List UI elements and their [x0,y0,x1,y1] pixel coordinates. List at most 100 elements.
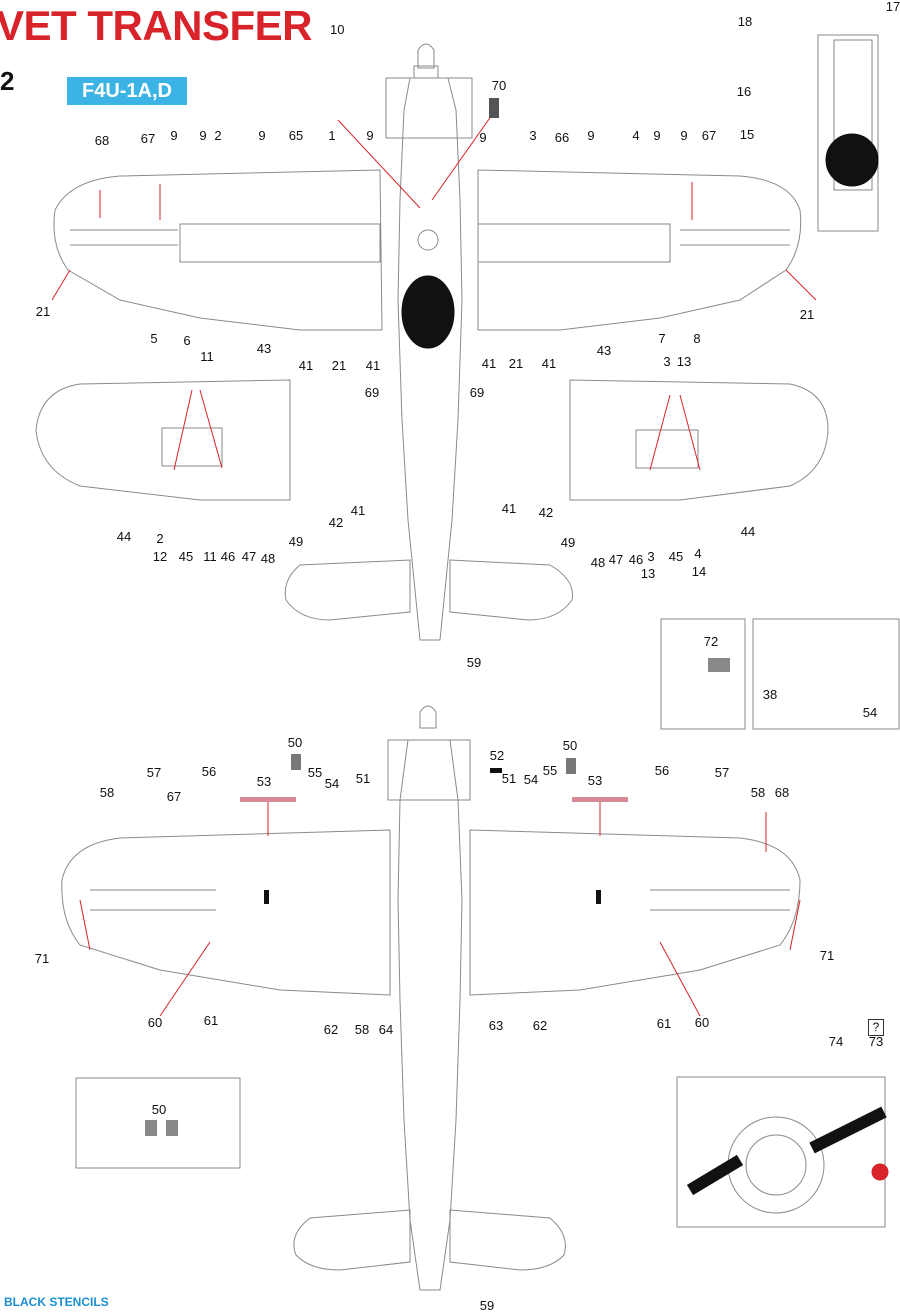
callout-label-74: 74 [829,1034,843,1049]
callout-label-21: 21 [36,304,50,319]
top-view-callout-10: 10 [330,22,344,37]
callout-label-11: 11 [200,349,214,364]
callout-label-41: 41 [502,501,516,516]
callout-label-65: 65 [289,128,303,143]
callout-label-72: 72 [704,634,718,649]
callout-label-38: 38 [763,687,777,702]
callout-label-59: 59 [467,655,481,670]
callout-label-51: 51 [502,771,516,786]
top-view-aircraft [53,43,802,641]
callout-label-64: 64 [379,1022,393,1037]
callout-label-9: 9 [199,128,206,143]
callout-label-7: 7 [658,331,665,346]
callout-label-9: 9 [258,128,265,143]
callout-label-47: 47 [242,549,256,564]
callout-label-12: 12 [153,549,167,564]
stencil-swatches [145,98,730,1136]
callout-label-69: 69 [365,385,379,400]
callout-label-58: 58 [100,785,114,800]
callout-label-3: 3 [529,128,536,143]
callout-label-45: 45 [179,549,193,564]
callout-label-50: 50 [288,735,302,750]
callout-label-11: 11 [203,549,217,564]
callout-label-9: 9 [170,128,177,143]
callout-label-57: 57 [715,765,729,780]
footer-caption: BLACK STENCILS [4,1295,109,1309]
propeller-inset-frame [676,1076,886,1228]
wheel-well-inset-frame [75,1077,241,1169]
callout-label-3: 3 [663,354,670,369]
callout-label-13: 13 [641,566,655,581]
callout-label-21: 21 [800,307,814,322]
gear-inset-frame-right [752,618,900,730]
callout-label-71: 71 [820,948,834,963]
callout-label-71: 71 [35,951,49,966]
callout-label-41: 41 [482,356,496,371]
callout-label-55: 55 [543,763,557,778]
callout-label-41: 41 [366,358,380,373]
callout-label-62: 62 [533,1018,547,1033]
callout-label-44: 44 [117,529,131,544]
callout-label-9: 9 [653,128,660,143]
callout-label-5: 5 [150,331,157,346]
callout-label-61: 61 [204,1013,218,1028]
callout-label-67: 67 [167,789,181,804]
callout-label-9: 9 [366,128,373,143]
callout-label-55: 55 [308,765,322,780]
callout-label-67: 67 [702,128,716,143]
callout-label-70: 70 [492,78,506,93]
callout-label-14: 14 [692,564,706,579]
callout-label-16: 16 [737,84,751,99]
callout-label-58: 58 [751,785,765,800]
callout-label-3: 3 [647,549,654,564]
callout-label-42: 42 [329,515,343,530]
variant-badge: F4U-1A,D [67,77,187,105]
callout-label-56: 56 [202,764,216,779]
callout-label-2: 2 [214,128,221,143]
callout-label-53: 53 [588,773,602,788]
callout-label-9: 9 [587,128,594,143]
callout-label-45: 45 [669,549,683,564]
leader-lines [51,111,817,1017]
callout-label-4: 4 [632,128,639,143]
callout-label-44: 44 [741,524,755,539]
callout-label-52: 52 [490,748,504,763]
callout-label-68: 68 [775,785,789,800]
callout-label-6: 6 [183,333,190,348]
callout-label-50: 50 [563,738,577,753]
callout-label-46: 46 [221,549,235,564]
callout-label-56: 56 [655,763,669,778]
callout-label-48: 48 [591,555,605,570]
callout-label-53: 53 [257,774,271,789]
callout-label-43: 43 [257,341,271,356]
callout-label-9: 9 [479,130,486,145]
callout-label-60: 60 [695,1015,709,1030]
callout-label-54: 54 [325,776,339,791]
callout-label-59: 59 [480,1298,494,1313]
callout-label-13: 13 [677,354,691,369]
callout-label-48: 48 [261,551,275,566]
bottom-view-aircraft [61,705,801,1291]
callout-label-50: 50 [152,1102,166,1117]
callout-label-51: 51 [356,771,370,786]
callout-label-2: 2 [156,531,163,546]
callout-label-49: 49 [289,534,303,549]
callout-label-66: 66 [555,130,569,145]
callout-label-41: 41 [351,503,365,518]
help-marker: ? [868,1019,884,1036]
callout-label-15: 15 [740,127,754,142]
callout-label-68: 68 [95,133,109,148]
sheet-title: VET TRANSFER [0,2,313,49]
callout-label-54: 54 [524,772,538,787]
callout-label-58: 58 [355,1022,369,1037]
callout-label-63: 63 [489,1018,503,1033]
callout-label-73: 73 [869,1034,883,1049]
callout-label-62: 62 [324,1022,338,1037]
callout-label-8: 8 [693,331,700,346]
callout-label-46: 46 [629,552,643,567]
callout-label-21: 21 [332,358,346,373]
gear-inset-frame-left [660,618,746,730]
